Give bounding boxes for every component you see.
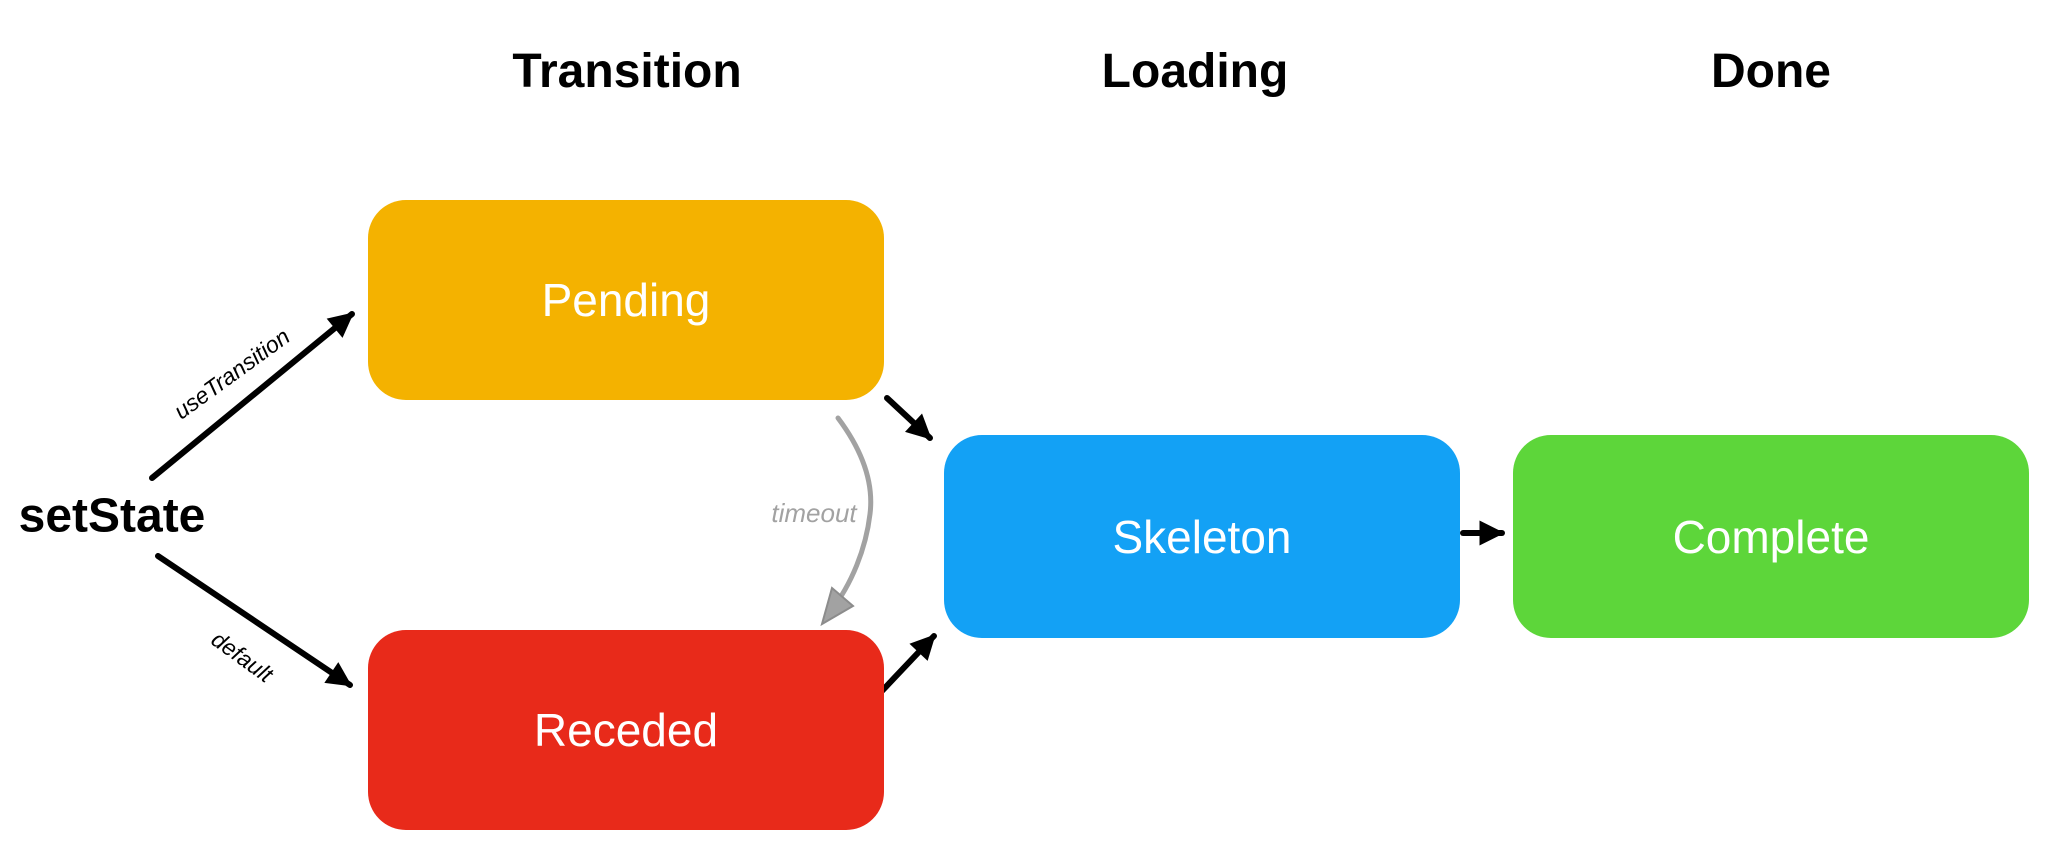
column-header-done: Done [1711,45,1831,98]
column-header-transition: Transition [512,45,742,98]
node-pending-label: Pending [541,274,711,326]
edge-label-timeout: timeout [771,498,857,528]
edge-pending-to-skeleton-arrow [884,395,933,441]
timeout-arrowhead-icon [820,586,855,627]
node-skeleton: Skeleton [944,435,1460,638]
edge-receded-to-skeleton-arrow [878,633,937,695]
node-skeleton-label: Skeleton [1112,510,1292,563]
node-pending: Pending [368,200,884,400]
node-complete-label: Complete [1672,510,1870,563]
setstate-label: setState [18,489,206,543]
node-complete: Complete [1513,435,2029,638]
node-receded-label: Receded [533,704,719,756]
column-header-loading: Loading [1101,45,1289,98]
edge-label-default: default [206,625,278,688]
node-receded: Receded [368,630,884,830]
edge-label-usetransition: useTransition [168,322,295,425]
